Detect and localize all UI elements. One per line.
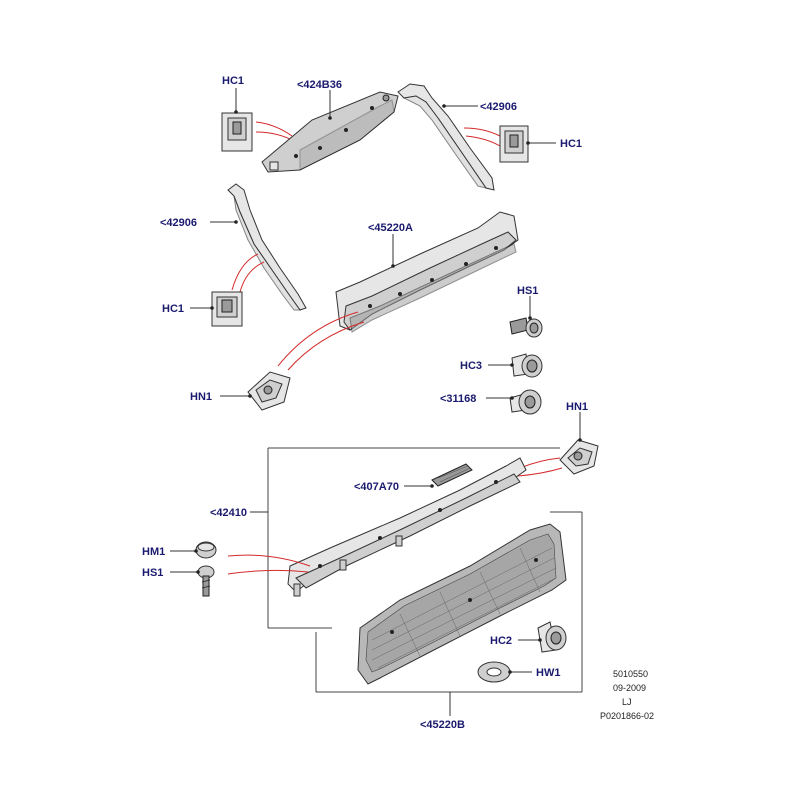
label-hw1: HW1	[536, 667, 560, 679]
clip-hc3	[511, 353, 543, 378]
clip-hc1-top-left	[221, 112, 253, 152]
label-424b36: <424B36	[297, 79, 342, 91]
screw-hs1-left	[197, 565, 215, 597]
label-45220a: <45220A	[368, 222, 413, 234]
meta-line-1: 5010550	[613, 669, 648, 679]
meta-line-4: P0201866-02	[600, 711, 654, 721]
bracket-45220b	[315, 511, 583, 693]
bracket-42410	[267, 447, 560, 629]
label-hs1-left: HS1	[142, 567, 163, 579]
label-407a70: <407A70	[354, 481, 399, 493]
label-45220b: <45220B	[420, 719, 465, 731]
part-45220a-panel	[335, 211, 519, 333]
part-42906-top-pillar	[397, 83, 495, 191]
part-42410-sill	[287, 457, 527, 597]
label-hc3: HC3	[460, 360, 482, 372]
clip-hn1-left	[247, 371, 291, 411]
label-hn1-right: HN1	[566, 401, 588, 413]
part-407a70-pad	[431, 463, 473, 487]
meta-line-3: LJ	[622, 697, 632, 707]
label-hc1-top-left: HC1	[222, 75, 244, 87]
fastener-31168	[509, 389, 542, 415]
part-42906-left-pillar	[227, 183, 307, 311]
label-hc1-top-right: HC1	[560, 138, 582, 150]
label-31168: <31168	[440, 393, 476, 405]
label-hc1-left: HC1	[162, 303, 184, 315]
part-424b36-panel	[261, 91, 399, 173]
clip-hc1-top-right	[499, 125, 529, 163]
label-42410: <42410	[210, 507, 247, 519]
label-42906-top: <42906	[480, 101, 517, 113]
label-hs1-right: HS1	[517, 285, 538, 297]
clip-hc1-left	[211, 291, 243, 327]
label-hm1: HM1	[142, 546, 165, 558]
label-hc2: HC2	[490, 635, 512, 647]
label-hn1-left: HN1	[190, 391, 212, 403]
cap-hm1	[195, 541, 217, 559]
screw-hs1-right	[509, 317, 543, 338]
label-42906-left: <42906	[160, 217, 197, 229]
washer-hw1	[477, 661, 511, 683]
meta-line-2: 09-2009	[613, 683, 646, 693]
part-45220b-mesh-panel	[357, 523, 567, 685]
clip-hn1-right	[559, 439, 599, 475]
clip-hc2	[537, 621, 567, 653]
